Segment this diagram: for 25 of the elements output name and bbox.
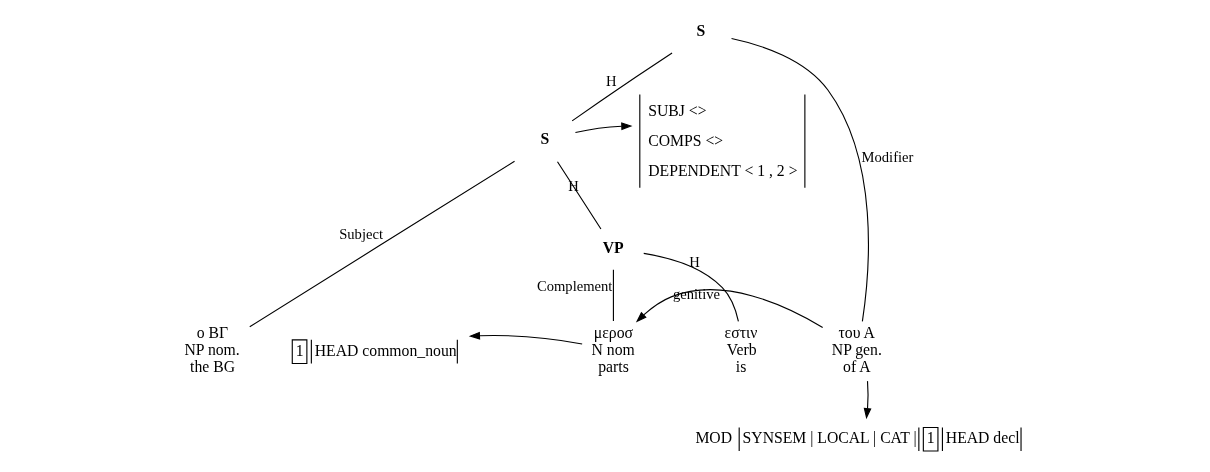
node-text: SUBJ <> COMPS <> DEPENDENT < 1 , 2 >: [648, 101, 798, 180]
connector: [643, 252, 739, 322]
connector: [556, 161, 602, 230]
connector: [731, 38, 869, 322]
edge-label: Complement: [537, 277, 613, 294]
node-text: ο ΒΓ NP nom. the BG: [184, 324, 240, 376]
node-text: S: [540, 130, 550, 148]
node-text: του Α NP gen. of A: [831, 324, 882, 376]
connector: [571, 52, 673, 122]
connector: [249, 160, 516, 328]
edge-label: Subject: [339, 225, 383, 242]
arrow: [574, 122, 633, 134]
node-text: μεροσ N nom parts: [591, 324, 635, 376]
arrow: [468, 331, 583, 345]
edge-label: H: [605, 72, 617, 89]
arrow: [635, 289, 824, 328]
arrow: [863, 380, 872, 420]
edge-label: genitive: [673, 286, 720, 303]
node-text: εστιν Verb is: [724, 324, 758, 376]
node-text: S: [696, 21, 706, 39]
edge-label: Modifier: [861, 148, 914, 165]
node-label: MOD: [695, 429, 733, 447]
connector: [612, 269, 614, 322]
edge-label: H: [689, 254, 700, 271]
node-text: VP: [602, 238, 624, 256]
